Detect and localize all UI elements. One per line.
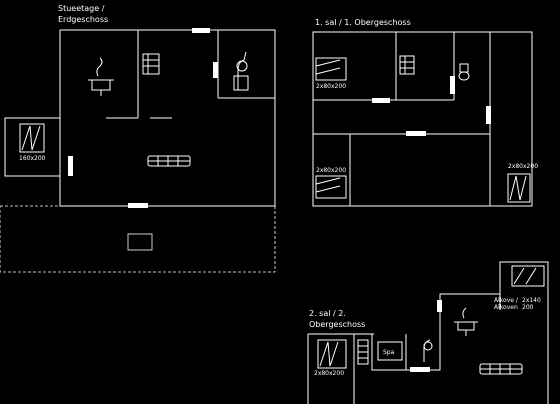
bed-size-label: 160x200: [19, 155, 46, 162]
door: [213, 62, 218, 78]
door: [486, 106, 491, 124]
alcove-size-2: 200: [522, 304, 534, 311]
second-floor-title-1: 2. sal / 2.: [309, 309, 346, 318]
terrace-outline: [0, 205, 276, 273]
shelf-icon: [399, 55, 415, 75]
door: [372, 98, 390, 103]
shelf-icon: [142, 53, 160, 75]
stove-icon: [454, 307, 478, 336]
second-floor: 2. sal / 2. Obergeschoss 2x80x200 Spa: [307, 261, 549, 404]
first-floor-title: 1. sal / 1. Obergeschoss: [315, 18, 411, 27]
sofa-icon: [147, 155, 191, 167]
spa-box: [377, 341, 403, 361]
door: [192, 28, 210, 33]
door: [406, 131, 426, 136]
door: [437, 300, 442, 312]
ground-floor: Stueetage / Erdgeschoss: [0, 4, 276, 273]
alcove-label-1: Alkove /: [494, 297, 519, 304]
door: [450, 76, 455, 94]
door: [68, 156, 73, 176]
door: [410, 367, 430, 372]
shower-icon: [233, 51, 249, 91]
bed-icon: [315, 57, 347, 81]
bed-icon: [315, 175, 347, 199]
first-floor-walls: [312, 31, 533, 207]
door: [128, 203, 148, 208]
bed-icon: [507, 173, 531, 203]
ground-floor-inner-walls: [4, 30, 275, 176]
terrace-table: [127, 233, 153, 251]
ground-floor-title-1: Stueetage /: [58, 4, 105, 13]
ground-floor-title-2: Erdgeschoss: [58, 15, 108, 24]
toilet-icon: [458, 63, 470, 81]
first-floor: 1. sal / 1. Obergeschoss 2x80x200 2x80x2…: [312, 18, 538, 207]
bed-icon: [511, 265, 545, 287]
bed-size-label: 2x80x200: [508, 163, 538, 170]
alcove-label-2: Alkoven: [494, 304, 518, 311]
shower-icon: [423, 339, 433, 362]
second-floor-title-2: Obergeschoss: [309, 320, 365, 329]
bed-size-label: 2x80x200: [314, 370, 344, 377]
spa-label: Spa: [383, 349, 395, 356]
bed-size-label: 2x80x200: [316, 167, 346, 174]
ground-floor-walls: [4, 29, 276, 207]
second-floor-inner-walls: [353, 294, 501, 404]
shelf-icon: [357, 339, 369, 365]
bed-size-label: 2x80x200: [316, 83, 346, 90]
sofa-icon: [479, 363, 523, 375]
bed-icon: [19, 123, 45, 153]
bed-icon: [317, 339, 347, 369]
alcove-size-1: 2x140: [522, 297, 541, 304]
stove-icon: [88, 57, 114, 96]
